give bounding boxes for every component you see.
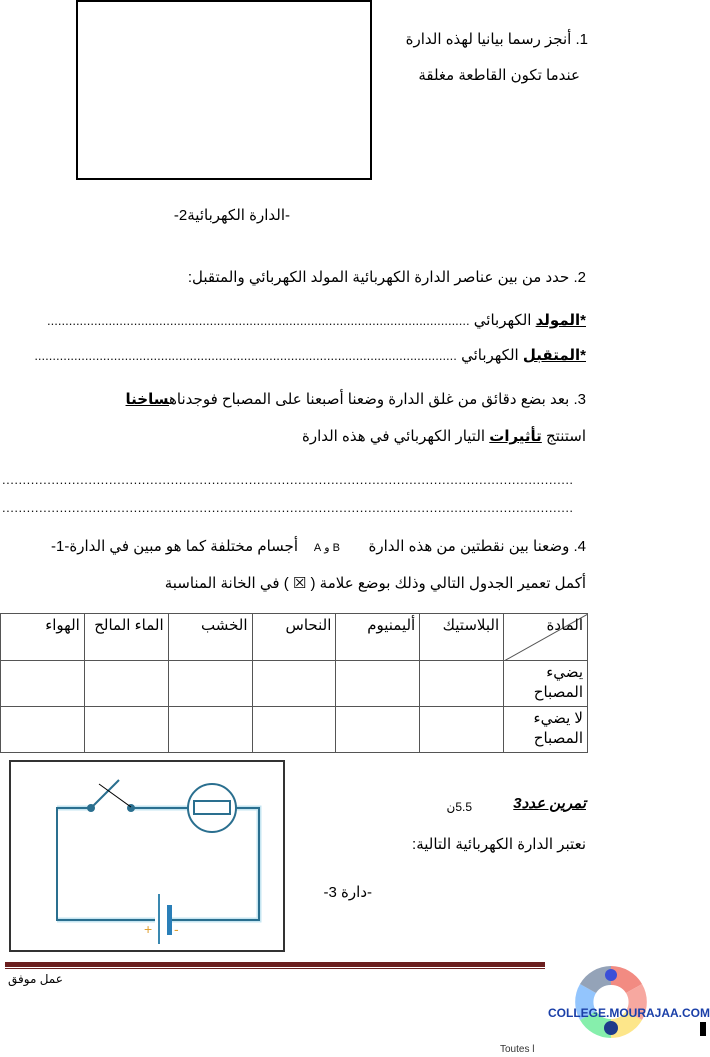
footer-author-note: عمل موفق bbox=[8, 972, 63, 986]
answer-cell[interactable] bbox=[335, 660, 421, 707]
answer-dots[interactable]: ........................................… bbox=[34, 348, 457, 363]
column-header: الهواء bbox=[0, 613, 85, 661]
question1-line1: 1. أنجز رسما بيانيا لهذه الدارة bbox=[405, 31, 588, 48]
column-header: البلاستيك bbox=[419, 613, 505, 661]
answer-dots[interactable]: ........................................… bbox=[47, 313, 470, 328]
answer-cell[interactable] bbox=[335, 706, 421, 753]
circuit3-caption: -دارة 3- bbox=[323, 884, 372, 901]
circuit-schematic-icon: + - bbox=[56, 779, 262, 944]
effects-keyword: تأثيرات bbox=[489, 428, 542, 445]
footer-small-text: Toutes l bbox=[500, 1044, 535, 1055]
site-logo bbox=[570, 958, 652, 1040]
answer-cell[interactable] bbox=[83, 660, 169, 707]
plus-sign: + bbox=[144, 921, 152, 937]
circuit3-diagram: + - bbox=[9, 760, 285, 952]
page-edge-mark bbox=[700, 1022, 706, 1036]
hot-keyword: ساخنا bbox=[125, 391, 170, 408]
question3-line1: 3. بعد بضع دقائق من غلق الدارة وضعنا أصب… bbox=[125, 391, 586, 408]
question1-line2: عندما تكون القاطعة مغلقة bbox=[418, 67, 580, 84]
answer-line-1[interactable]: ........................................… bbox=[2, 472, 574, 487]
answer-cell[interactable] bbox=[83, 706, 169, 753]
answer-cell[interactable] bbox=[419, 660, 505, 707]
answer-cell[interactable] bbox=[251, 660, 337, 707]
question4-line1-part2: أجسام مختلفة كما هو مبين في الدارة-1- bbox=[51, 538, 298, 555]
answer-cell[interactable] bbox=[0, 660, 85, 707]
exercise3-points: 5.5ن bbox=[446, 800, 473, 814]
drawing-answer-box bbox=[76, 0, 372, 180]
generator-label: *المولد bbox=[535, 312, 586, 329]
minus-sign: - bbox=[174, 921, 179, 937]
question2-prompt: 2. حدد من بين عناصر الدارة الكهربائية ال… bbox=[187, 269, 586, 286]
footer-divider-thin bbox=[5, 968, 545, 969]
points-a-b: B و A bbox=[313, 542, 340, 554]
exercise3-prompt: نعتبر الدارة الكهربائية التالية: bbox=[412, 836, 586, 853]
logo-divider bbox=[490, 962, 544, 967]
column-header: النحاس bbox=[251, 613, 337, 661]
column-header: الخشب bbox=[167, 613, 253, 661]
question4-line2: أكمل تعمير الجدول التالي وذلك بوضع علامة… bbox=[164, 575, 586, 592]
table-header-row: المادة البلاستيك أليمنيوم النحاس الخشب ا… bbox=[0, 613, 588, 661]
website-link[interactable]: COLLEGE.MOURAJAA.COM bbox=[548, 1006, 710, 1020]
answer-cell[interactable] bbox=[167, 706, 253, 753]
column-header: الماء المالح bbox=[83, 613, 169, 661]
answer-cell[interactable] bbox=[251, 706, 337, 753]
answer-cell[interactable] bbox=[167, 660, 253, 707]
answer-cell[interactable] bbox=[0, 706, 85, 753]
logo-ring-icon bbox=[575, 966, 647, 1038]
answer-line-2[interactable]: ........................................… bbox=[2, 500, 574, 515]
circuit2-caption: -الدارة الكهربائية2- bbox=[173, 207, 290, 224]
receiver-answer-line: *المتقبل الكهربائي .....................… bbox=[34, 347, 586, 364]
footer-divider bbox=[5, 962, 545, 967]
exercise3-title: تمرين عدد3 bbox=[513, 795, 586, 812]
generator-answer-line: *المولد الكهربائي ......................… bbox=[47, 312, 586, 329]
answer-cell[interactable] bbox=[419, 706, 505, 753]
receiver-label: *المتقبل bbox=[522, 347, 586, 364]
question4-line1-part1: 4. وضعنا بين نقطتين من هذه الدارة bbox=[368, 538, 586, 555]
question3-line2: استنتج تأثيرات التيار الكهربائي في هذه ا… bbox=[301, 428, 586, 445]
materials-table: المادة البلاستيك أليمنيوم النحاس الخشب ا… bbox=[0, 613, 588, 753]
diagonal-line-icon bbox=[505, 614, 587, 660]
corner-cell: المادة bbox=[503, 613, 588, 661]
corner-label: المادة bbox=[546, 617, 583, 634]
column-header: أليمنيوم bbox=[335, 613, 421, 661]
